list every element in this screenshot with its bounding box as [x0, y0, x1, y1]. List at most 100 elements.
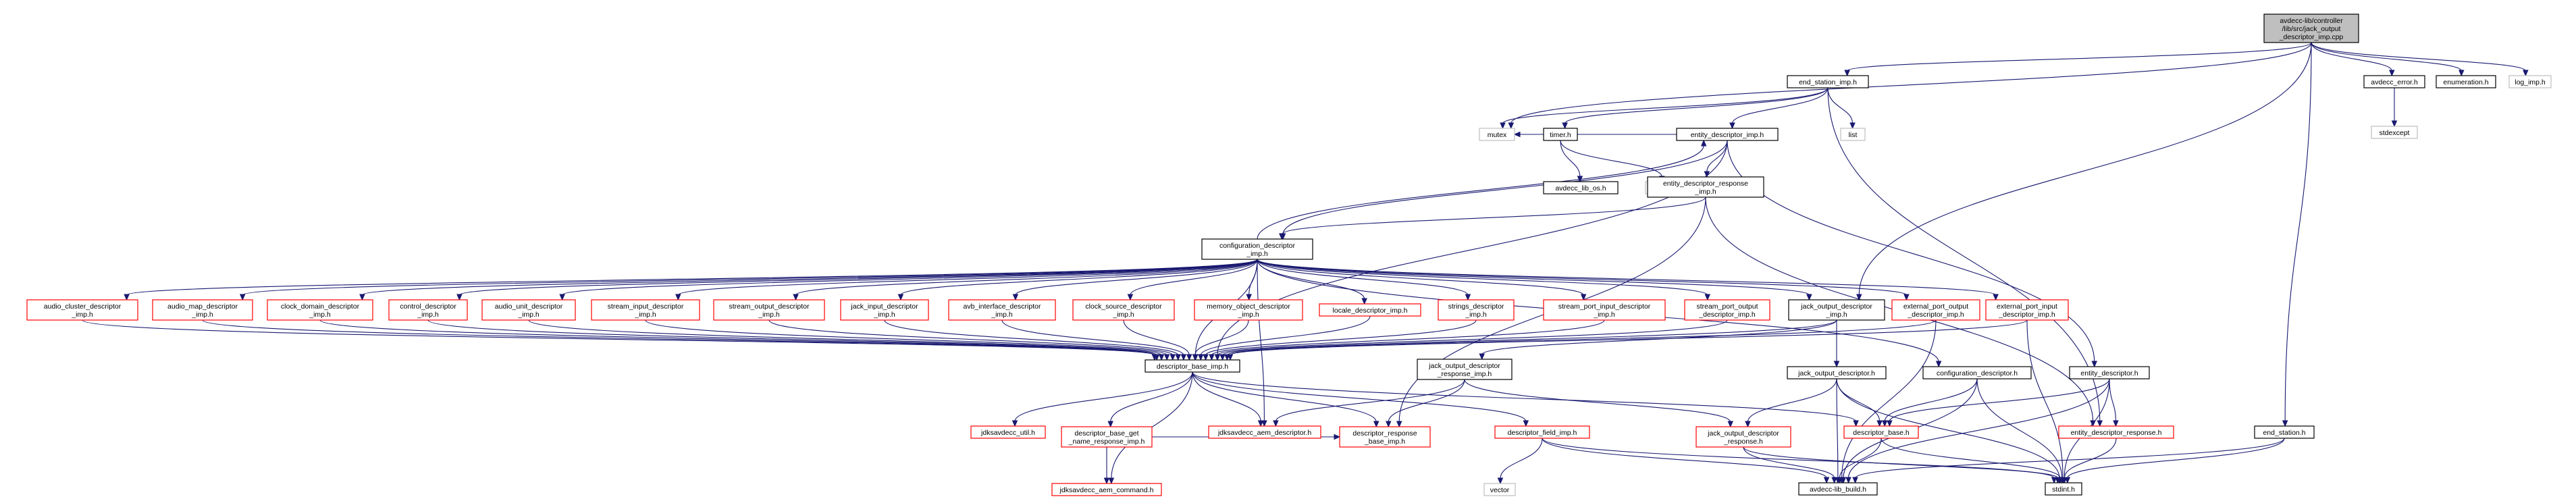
node-stdint-h[interactable]: stdint.h [2045, 482, 2082, 496]
node-jack-output-descriptor-response-h[interactable]: jack_output_descriptor_response.h [1696, 426, 1791, 448]
node-jack-output-descriptor-h[interactable]: jack_output_descriptor.h [1787, 366, 1887, 379]
node-clock-source-descriptor-imp-h[interactable]: clock_source_descriptor_imp.h [1072, 299, 1175, 321]
node-label-line: end_station.h [2263, 429, 2305, 437]
node-enumeration-h[interactable]: enumeration.h [2436, 75, 2496, 88]
node-descriptor-field-imp-h[interactable]: descriptor_field_imp.h [1494, 425, 1590, 439]
node-configuration-descriptor-h[interactable]: configuration_descriptor.h [1922, 366, 2032, 379]
node-avb-interface-descriptor-imp-h[interactable]: avb_interface_descriptor_imp.h [948, 299, 1056, 321]
edge-entity_descriptor_h-to-avdecc_lib_build_h [1845, 378, 2110, 484]
node-box [1843, 425, 1919, 439]
node-box [2263, 14, 2359, 43]
node-jdksavdecc-aem-command-h[interactable]: jdksavdecc_aem_command.h [1051, 483, 1162, 496]
node-label-line: external_port_input [1997, 303, 2057, 311]
node-entity-descriptor-h[interactable]: entity_descriptor.h [2069, 366, 2150, 379]
node-box [1543, 299, 1666, 321]
node-stream-output-descriptor-imp-h[interactable]: stream_output_descriptor_imp.h [713, 299, 825, 321]
node-jack-input-descriptor-imp-h[interactable]: jack_input_descriptor_imp.h [840, 299, 929, 321]
node-avdecc-lib-build-h[interactable]: avdecc-lib_build.h [1798, 482, 1878, 496]
node-label-line: _imp.h [634, 311, 656, 319]
node-label-line: stdexcept [2380, 129, 2410, 137]
node-box [948, 299, 1056, 321]
node-box [2363, 75, 2425, 88]
node-external-port-output-descriptor-imp-h[interactable]: external_port_output_descriptor_imp.h [1891, 299, 1980, 321]
node-audio-map-descriptor-imp-h[interactable]: audio_map_descriptor_imp.h [152, 299, 253, 321]
node-descriptor-base-h[interactable]: descriptor_base.h [1843, 425, 1919, 439]
edge-entity_descriptor_h-to-descriptor_base_h [1887, 378, 2110, 427]
node-box [713, 299, 825, 321]
node-box [1438, 299, 1515, 321]
node-strings-descriptor-imp-h[interactable]: strings_descriptor_imp.h [1438, 299, 1515, 321]
edge-configuration_descriptor_imp_h-to-jack_input_descriptor_imp_h [897, 259, 1258, 301]
node-box [1985, 299, 2069, 321]
node-label-line: timer.h [1550, 131, 1571, 139]
node-descriptor-response-base-imp-h[interactable]: descriptor_response_base_imp.h [1339, 426, 1431, 448]
edge-root-to-log_imp_h [2311, 42, 2529, 77]
node-jdksavdecc-util-h[interactable]: jdksavdecc_util.h [970, 425, 1046, 439]
node-label-line: configuration_descriptor.h [1937, 369, 2018, 377]
node-label-line: vector [1490, 486, 1510, 494]
edge-descriptor_base_imp_h-to-jdksavdecc_aem_descriptor_h [1192, 371, 1264, 427]
node-entity-descriptor-imp-h[interactable]: entity_descriptor_imp.h [1676, 128, 1779, 141]
node-configuration-descriptor-imp-h[interactable]: configuration_descriptor_imp.h [1201, 238, 1313, 260]
edge-root-to-mutex [1508, 42, 2312, 130]
node-box [1194, 299, 1303, 321]
node-label-line: audio_map_descriptor [167, 303, 238, 311]
node-label-line: jack_output_descriptor [1800, 303, 1872, 311]
node-label-line: descriptor_base_get [1074, 429, 1138, 438]
node-descriptor-base-get-name-response-imp-h[interactable]: descriptor_base_get_name_response_imp.h [1061, 426, 1153, 448]
edge-descriptor_base_imp_h-to-descriptor_field_imp_h [1192, 371, 1529, 427]
node-box [267, 299, 373, 321]
edge-configuration_descriptor_imp_h-to-strings_descriptor_imp_h [1257, 259, 1471, 301]
node-label-line: descriptor_response [1352, 429, 1417, 438]
node-label-line: avdecc-lib/controller [2280, 17, 2343, 25]
node-memory-object-descriptor-imp-h[interactable]: memory_object_descriptor_imp.h [1194, 299, 1303, 321]
node-entity-descriptor-response-imp-h[interactable]: entity_descriptor_response_imp.h [1647, 176, 1764, 198]
node-box [1339, 426, 1431, 448]
edge-jack_output_descriptor_response_imp_h-to-jack_output_descriptor_response_h [1464, 379, 1733, 428]
node-box [1208, 425, 1321, 439]
node-audio-unit-descriptor-imp-h[interactable]: audio_unit_descriptor_imp.h [481, 299, 576, 321]
node-label-line: _imp.h [1112, 311, 1134, 319]
node-entity-descriptor-response-h[interactable]: entity_descriptor_response.h [2058, 425, 2174, 439]
node-label-line: mutex [1488, 131, 1507, 139]
edge-configuration_descriptor_imp_h-to-clock_domain_descriptor_imp_h [359, 259, 1258, 301]
node-stream-port-output-descriptor-imp-h[interactable]: stream_port_output_descriptor_imp.h [1684, 299, 1770, 321]
node-label-line: jack_input_descriptor [850, 303, 918, 311]
node-label-line: log_imp.h [2515, 78, 2546, 86]
node-stream-port-input-descriptor-imp-h[interactable]: stream_port_input_descriptor_imp.h [1543, 299, 1666, 321]
node-end-station-imp-h[interactable]: end_station_imp.h [1787, 75, 1869, 88]
edge-descriptor_base_imp_h-to-jdksavdecc_util_h [1011, 371, 1193, 427]
node-box [1072, 299, 1175, 321]
node-label-line: _imp.h [1825, 311, 1847, 319]
node-stream-input-descriptor-imp-h[interactable]: stream_input_descriptor_imp.h [591, 299, 700, 321]
edge-jack_output_descriptor_imp_h-to-jack_output_descriptor_response_imp_h [1479, 319, 1837, 361]
node-jdksavdecc-aem-descriptor-h[interactable]: jdksavdecc_aem_descriptor.h [1208, 425, 1321, 439]
node-audio-cluster-descriptor-imp-h[interactable]: audio_cluster_descriptor_imp.h [26, 299, 138, 321]
node-locale-descriptor-imp-h[interactable]: locale_descriptor_imp.h [1319, 303, 1421, 317]
node-box [1479, 128, 1515, 141]
node-avdecc-error-h[interactable]: avdecc_error.h [2363, 75, 2425, 88]
node-box [1676, 128, 1779, 141]
node-label-line: entity_descriptor_response [1663, 180, 1748, 188]
node-timer-h[interactable]: timer.h [1543, 128, 1578, 141]
edge-descriptor_field_imp_h-to-avdecc_lib_build_h [1542, 438, 1830, 484]
node-label-line: configuration_descriptor [1219, 242, 1296, 250]
node-avdecc-lib-os-h[interactable]: avdecc_lib_os.h [1543, 181, 1619, 194]
node-external-port-input-descriptor-imp-h[interactable]: external_port_input_descriptor_imp.h [1985, 299, 2069, 321]
node-control-descriptor-imp-h[interactable]: control_descriptor_imp.h [388, 299, 468, 321]
node-jack-output-descriptor-imp-h[interactable]: jack_output_descriptor_imp.h [1788, 299, 1885, 321]
node-box [2254, 425, 2315, 439]
edge-descriptor_base_imp_h-to-descriptor_response_base_imp_h [1192, 371, 1379, 428]
node-clock-domain-descriptor-imp-h[interactable]: clock_domain_descriptor_imp.h [267, 299, 373, 321]
node-label-line: avdecc_error.h [2371, 78, 2418, 86]
node-box [1051, 483, 1162, 496]
node-box [152, 299, 253, 321]
edge-configuration_descriptor_imp_h-to-audio_unit_descriptor_imp_h [559, 259, 1258, 301]
node-jack-output-descriptor-response-imp-h[interactable]: jack_output_descriptor_response_imp.h [1417, 359, 1513, 380]
edge-end_station_imp_h-to-list [1827, 87, 1856, 130]
node-descriptor-base-imp-h[interactable]: descriptor_base_imp.h [1145, 359, 1240, 373]
node-label-line: audio_unit_descriptor [495, 303, 563, 311]
node-label-line: jdksavdecc_util.h [980, 429, 1035, 437]
node-box [1696, 426, 1791, 448]
node-end-station-h[interactable]: end_station.h [2254, 425, 2315, 439]
